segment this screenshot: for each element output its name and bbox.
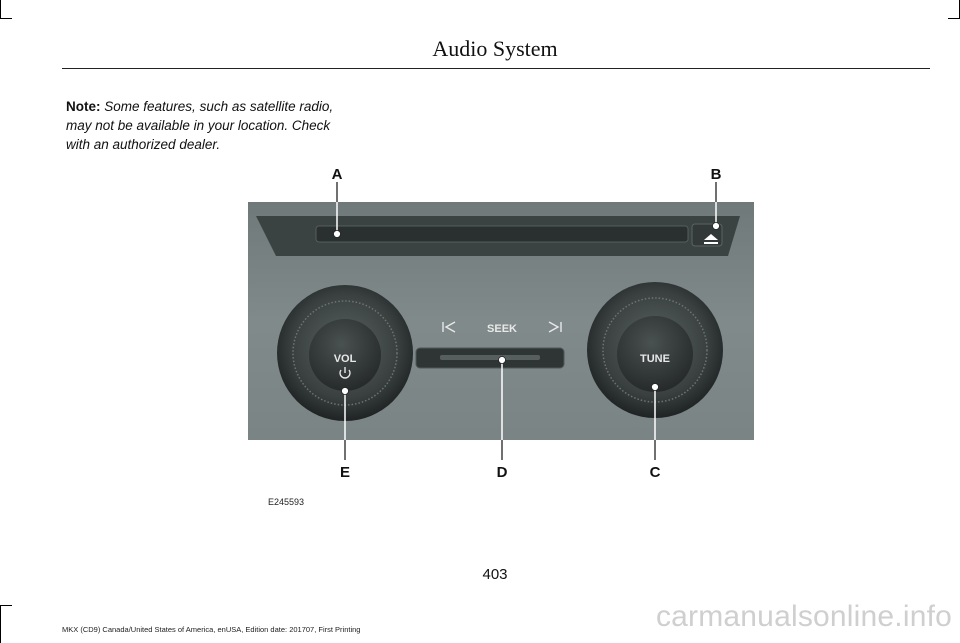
audio-panel-illustration: VOL TUNE SEEK	[248, 166, 754, 481]
callout-a: A	[332, 166, 343, 183]
volume-knob-cap	[309, 319, 381, 391]
callout-d: D	[497, 464, 508, 481]
callout-b: B	[711, 166, 722, 183]
eject-icon	[704, 234, 718, 244]
cd-slot[interactable]	[315, 225, 689, 243]
page-number: 403	[482, 566, 508, 583]
watermark: carmanualsonline.info	[655, 600, 952, 633]
callout-c: C	[650, 464, 661, 481]
crop-mark-top-left-h	[0, 18, 12, 19]
crop-mark-top-left-v	[0, 0, 1, 18]
note-paragraph: Note: Some features, such as satellite r…	[66, 97, 356, 154]
note-text: Some features, such as satellite radio, …	[66, 99, 334, 152]
seek-label: SEEK	[487, 323, 517, 335]
figure-id: E245593	[268, 497, 305, 507]
crop-mark-bottom-left-h	[0, 605, 12, 606]
seek-rocker-ridge	[440, 355, 540, 360]
crop-mark-bottom-left-v	[0, 605, 1, 643]
audio-panel-figure: VOL TUNE SEEK	[240, 160, 770, 490]
tune-knob-cap	[617, 316, 693, 392]
header-rule	[62, 68, 930, 69]
callout-dots	[333, 222, 720, 395]
callout-e: E	[340, 464, 350, 481]
crop-mark-top-right-h	[948, 18, 960, 19]
seek-forward-icon	[548, 321, 562, 333]
vol-label: VOL	[334, 353, 357, 365]
tune-label: TUNE	[640, 353, 670, 365]
footer-text: MKX (CD9) Canada/United States of Americ…	[62, 625, 361, 634]
power-icon	[339, 367, 351, 379]
callout-leaders	[336, 182, 717, 460]
seek-back-icon	[442, 321, 456, 333]
page-title: Audio System	[432, 36, 558, 61]
note-label: Note:	[66, 99, 101, 114]
